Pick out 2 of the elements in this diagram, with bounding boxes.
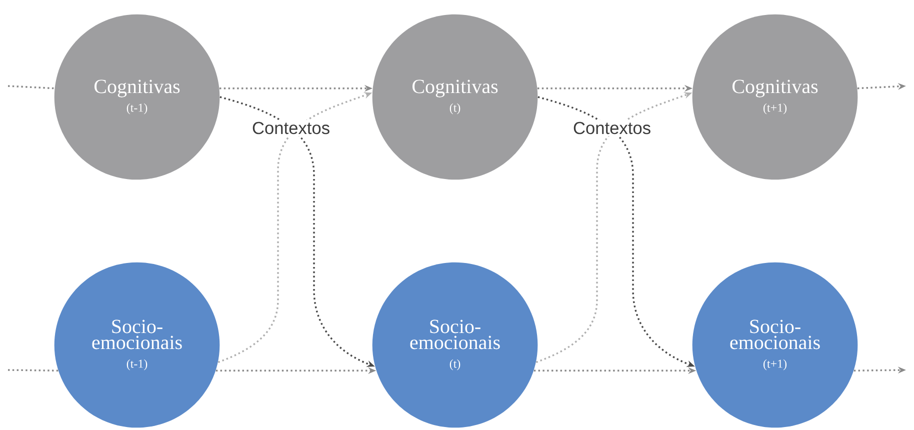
context-label: Contextos <box>570 120 654 136</box>
context-label: Contextos <box>250 120 332 136</box>
